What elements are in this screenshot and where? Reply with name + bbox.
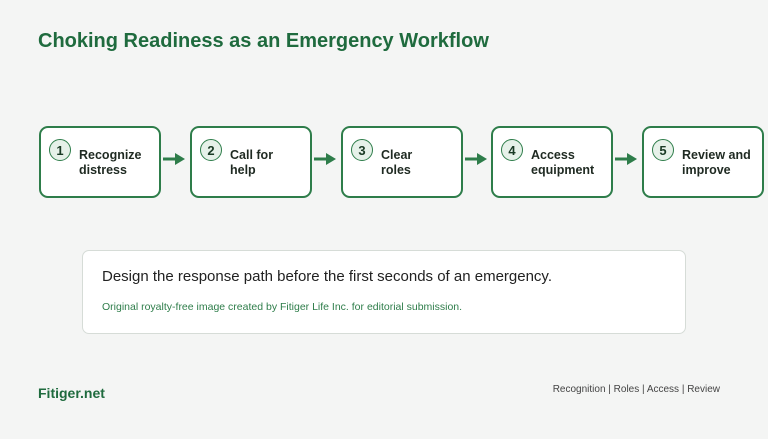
arrow-right-icon (314, 153, 336, 165)
step-number-badge: 4 (501, 139, 523, 161)
step-number-badge: 5 (652, 139, 674, 161)
page-title: Choking Readiness as an Emergency Workfl… (38, 30, 489, 52)
arrow-right-icon (163, 153, 185, 165)
step-label: Call for help (230, 148, 310, 177)
step-label-line: distress (79, 162, 127, 177)
step-label-line: Review and (682, 148, 751, 162)
step-clear-roles: 3 Clear roles (341, 126, 463, 198)
step-label: Recognize distress (79, 148, 159, 177)
step-label-line: help (230, 162, 256, 177)
step-label-line: improve (682, 162, 731, 177)
step-label: Review and improve (682, 148, 762, 177)
arrow-right-icon (465, 153, 487, 165)
step-label: Access equipment (531, 148, 611, 177)
step-access-equipment: 4 Access equipment (491, 126, 613, 198)
step-label-line: equipment (531, 162, 595, 177)
step-number-badge: 3 (351, 139, 373, 161)
step-label-line: Recognize (79, 148, 142, 162)
step-number-badge: 1 (49, 139, 71, 161)
arrow-right-icon (615, 153, 637, 165)
step-call-for-help: 2 Call for help (190, 126, 312, 198)
step-recognize: 1 Recognize distress (39, 126, 161, 198)
summary-card: Design the response path before the firs… (82, 250, 686, 334)
step-label-line: roles (381, 162, 411, 177)
step-label-line: Access (531, 148, 575, 162)
brand-name: Fitiger.net (38, 385, 105, 401)
summary-text: Design the response path before the firs… (102, 268, 552, 285)
footer-tags: Recognition | Roles | Access | Review (552, 384, 720, 395)
step-review-and-improve: 5 Review and improve (642, 126, 764, 198)
credit-text: Original royalty-free image created by F… (102, 301, 463, 313)
step-label-line: Call for (230, 148, 274, 162)
step-number-badge: 2 (200, 139, 222, 161)
step-label-line: Clear (381, 148, 413, 162)
step-label: Clear roles (381, 148, 461, 177)
